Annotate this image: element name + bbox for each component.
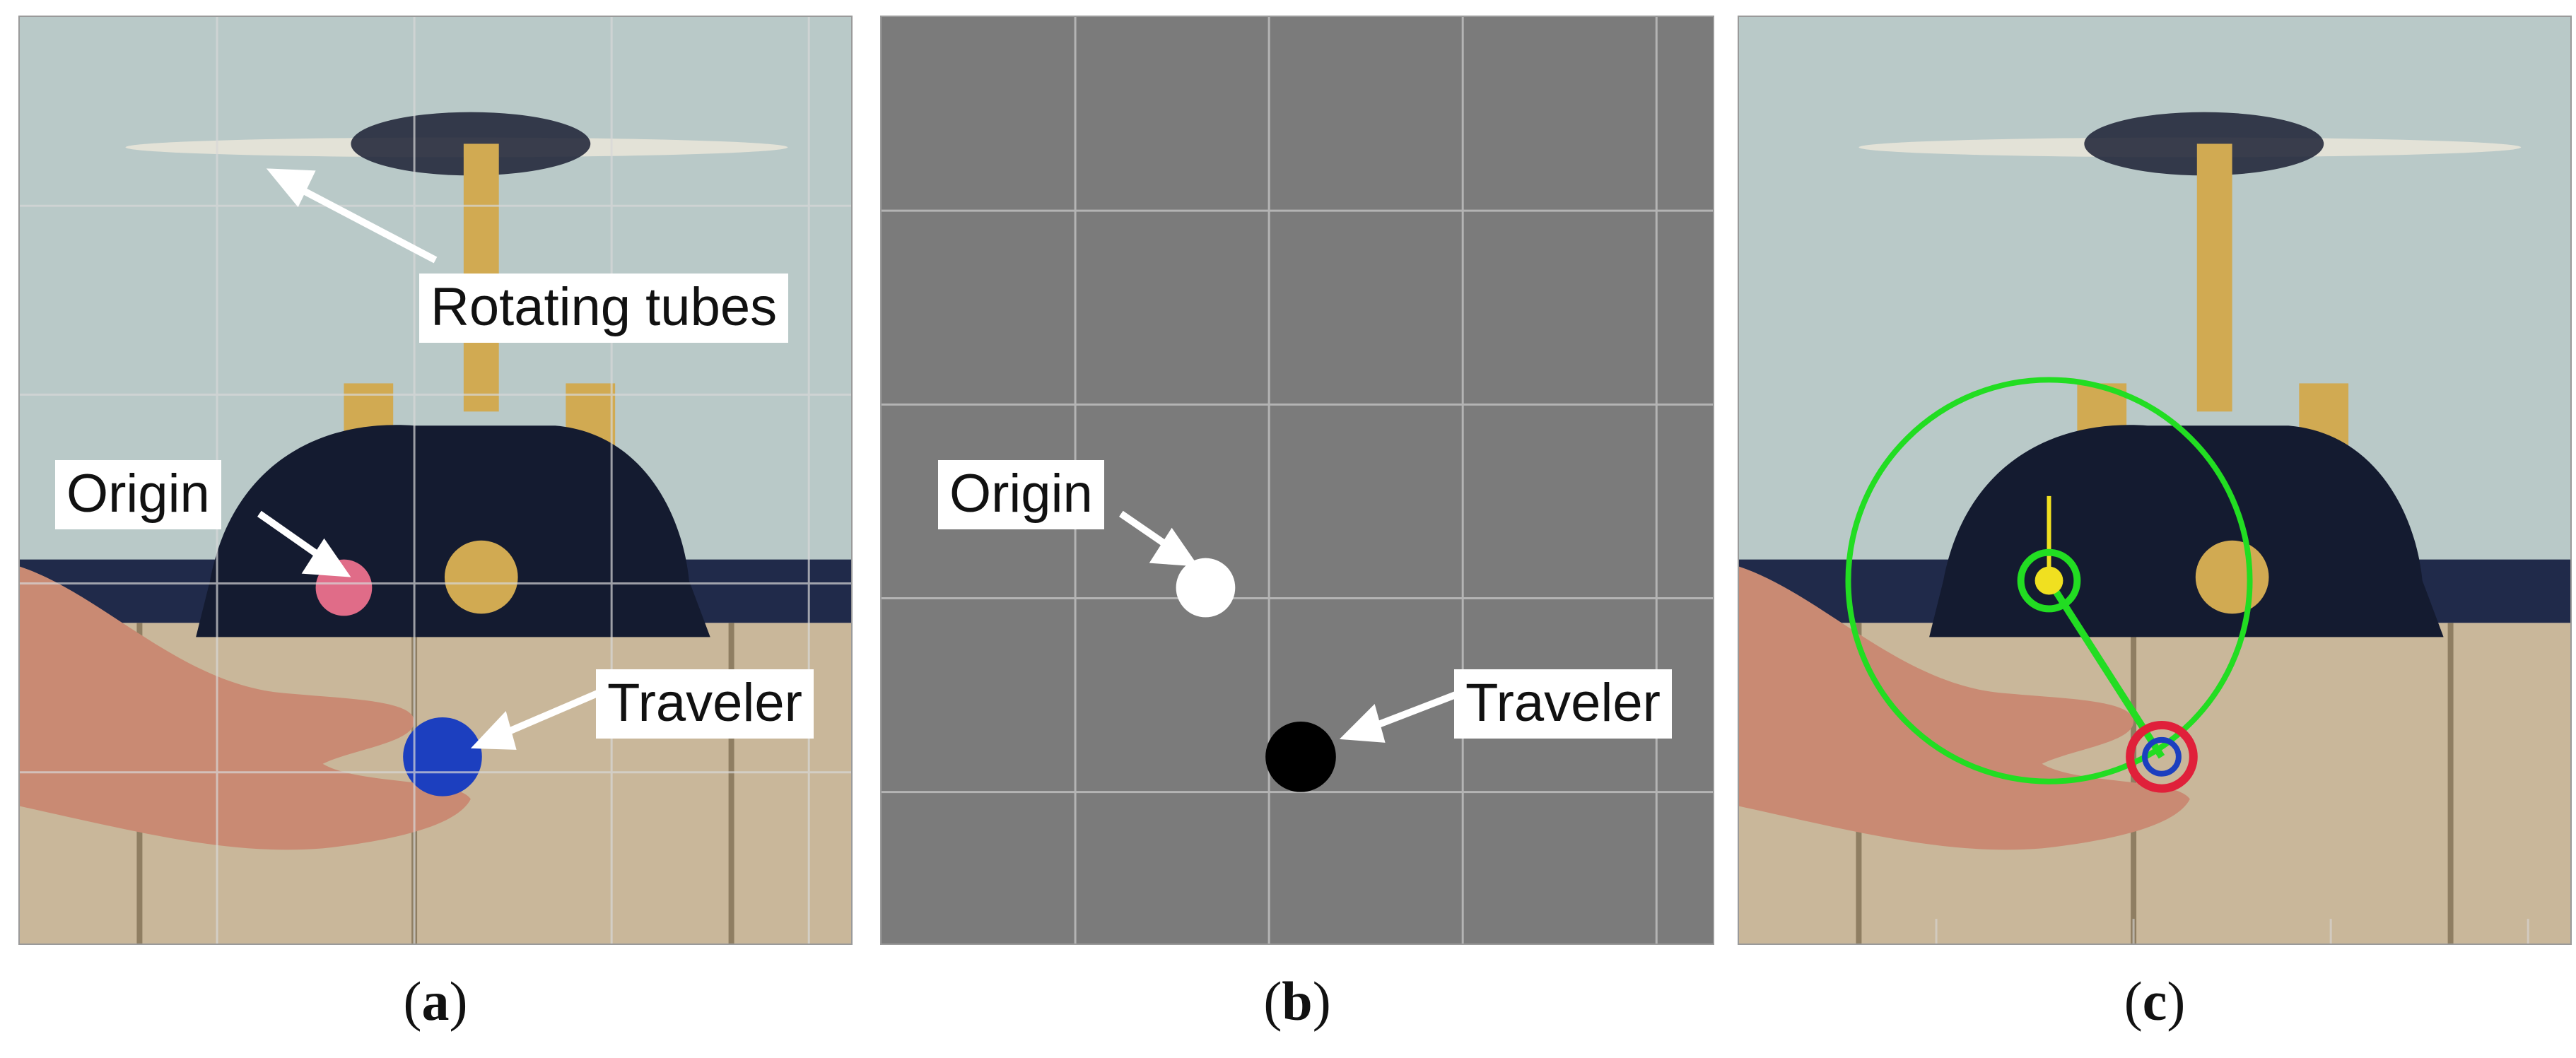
label-traveler-a: Traveler bbox=[596, 669, 814, 739]
photo-scene-a bbox=[20, 17, 851, 944]
caption-b: (b) bbox=[1263, 970, 1331, 1032]
panel-b-mask: Origin Traveler bbox=[880, 16, 1714, 945]
label-origin-b: Origin bbox=[938, 460, 1104, 529]
label-rotating-tubes: Rotating tubes bbox=[419, 274, 789, 343]
panel-a-photo: Rotating tubes Origin Traveler bbox=[18, 16, 853, 945]
caption-a: (a) bbox=[403, 970, 468, 1032]
caption-c: (c) bbox=[2124, 970, 2186, 1032]
label-origin-a: Origin bbox=[55, 460, 221, 529]
label-traveler-b: Traveler bbox=[1454, 669, 1672, 739]
tracking-scene-c bbox=[1739, 17, 2570, 944]
panel-c-tracking bbox=[1738, 16, 2572, 945]
mask-scene-b bbox=[882, 17, 1713, 944]
